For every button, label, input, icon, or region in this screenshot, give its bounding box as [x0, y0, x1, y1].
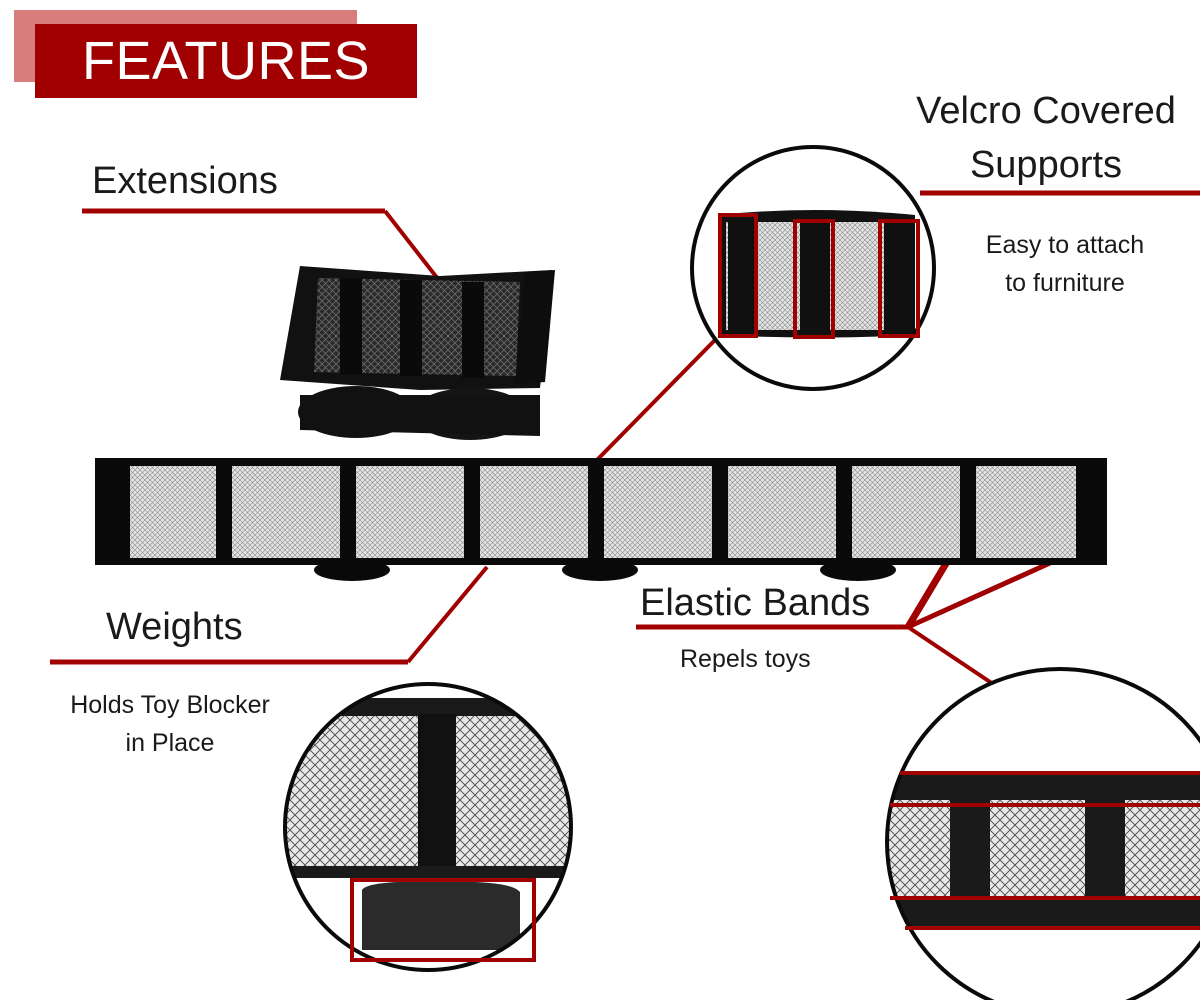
weights-desc-line1: Holds Toy Blocker — [70, 691, 270, 719]
weights-desc-line2: in Place — [125, 729, 215, 757]
elastic-zoom-image — [885, 667, 1200, 1000]
velcro-desc-line1: Easy to attach — [985, 231, 1145, 259]
velcro-label-line1: Velcro Covered — [916, 90, 1176, 132]
weights-description: Holds Toy Blocker in Place — [50, 686, 290, 762]
velcro-desc-line2: to furniture — [1005, 269, 1125, 297]
header-banner — [35, 24, 417, 98]
elastic-label: Elastic Bands — [640, 582, 871, 624]
velcro-label: Velcro Covered Supports — [900, 84, 1192, 192]
extension-image — [280, 266, 555, 440]
page-title: FEATURES — [81, 31, 371, 91]
product-blocker-image — [95, 458, 1107, 581]
weights-label: Weights — [106, 606, 243, 648]
velcro-description: Easy to attach to furniture — [960, 226, 1170, 302]
elastic-description: Repels toys — [680, 645, 811, 673]
extensions-label: Extensions — [92, 160, 278, 202]
velcro-label-line2: Supports — [969, 144, 1123, 186]
velcro-zoom-image — [690, 145, 936, 391]
weight-zoom-image — [283, 682, 573, 972]
